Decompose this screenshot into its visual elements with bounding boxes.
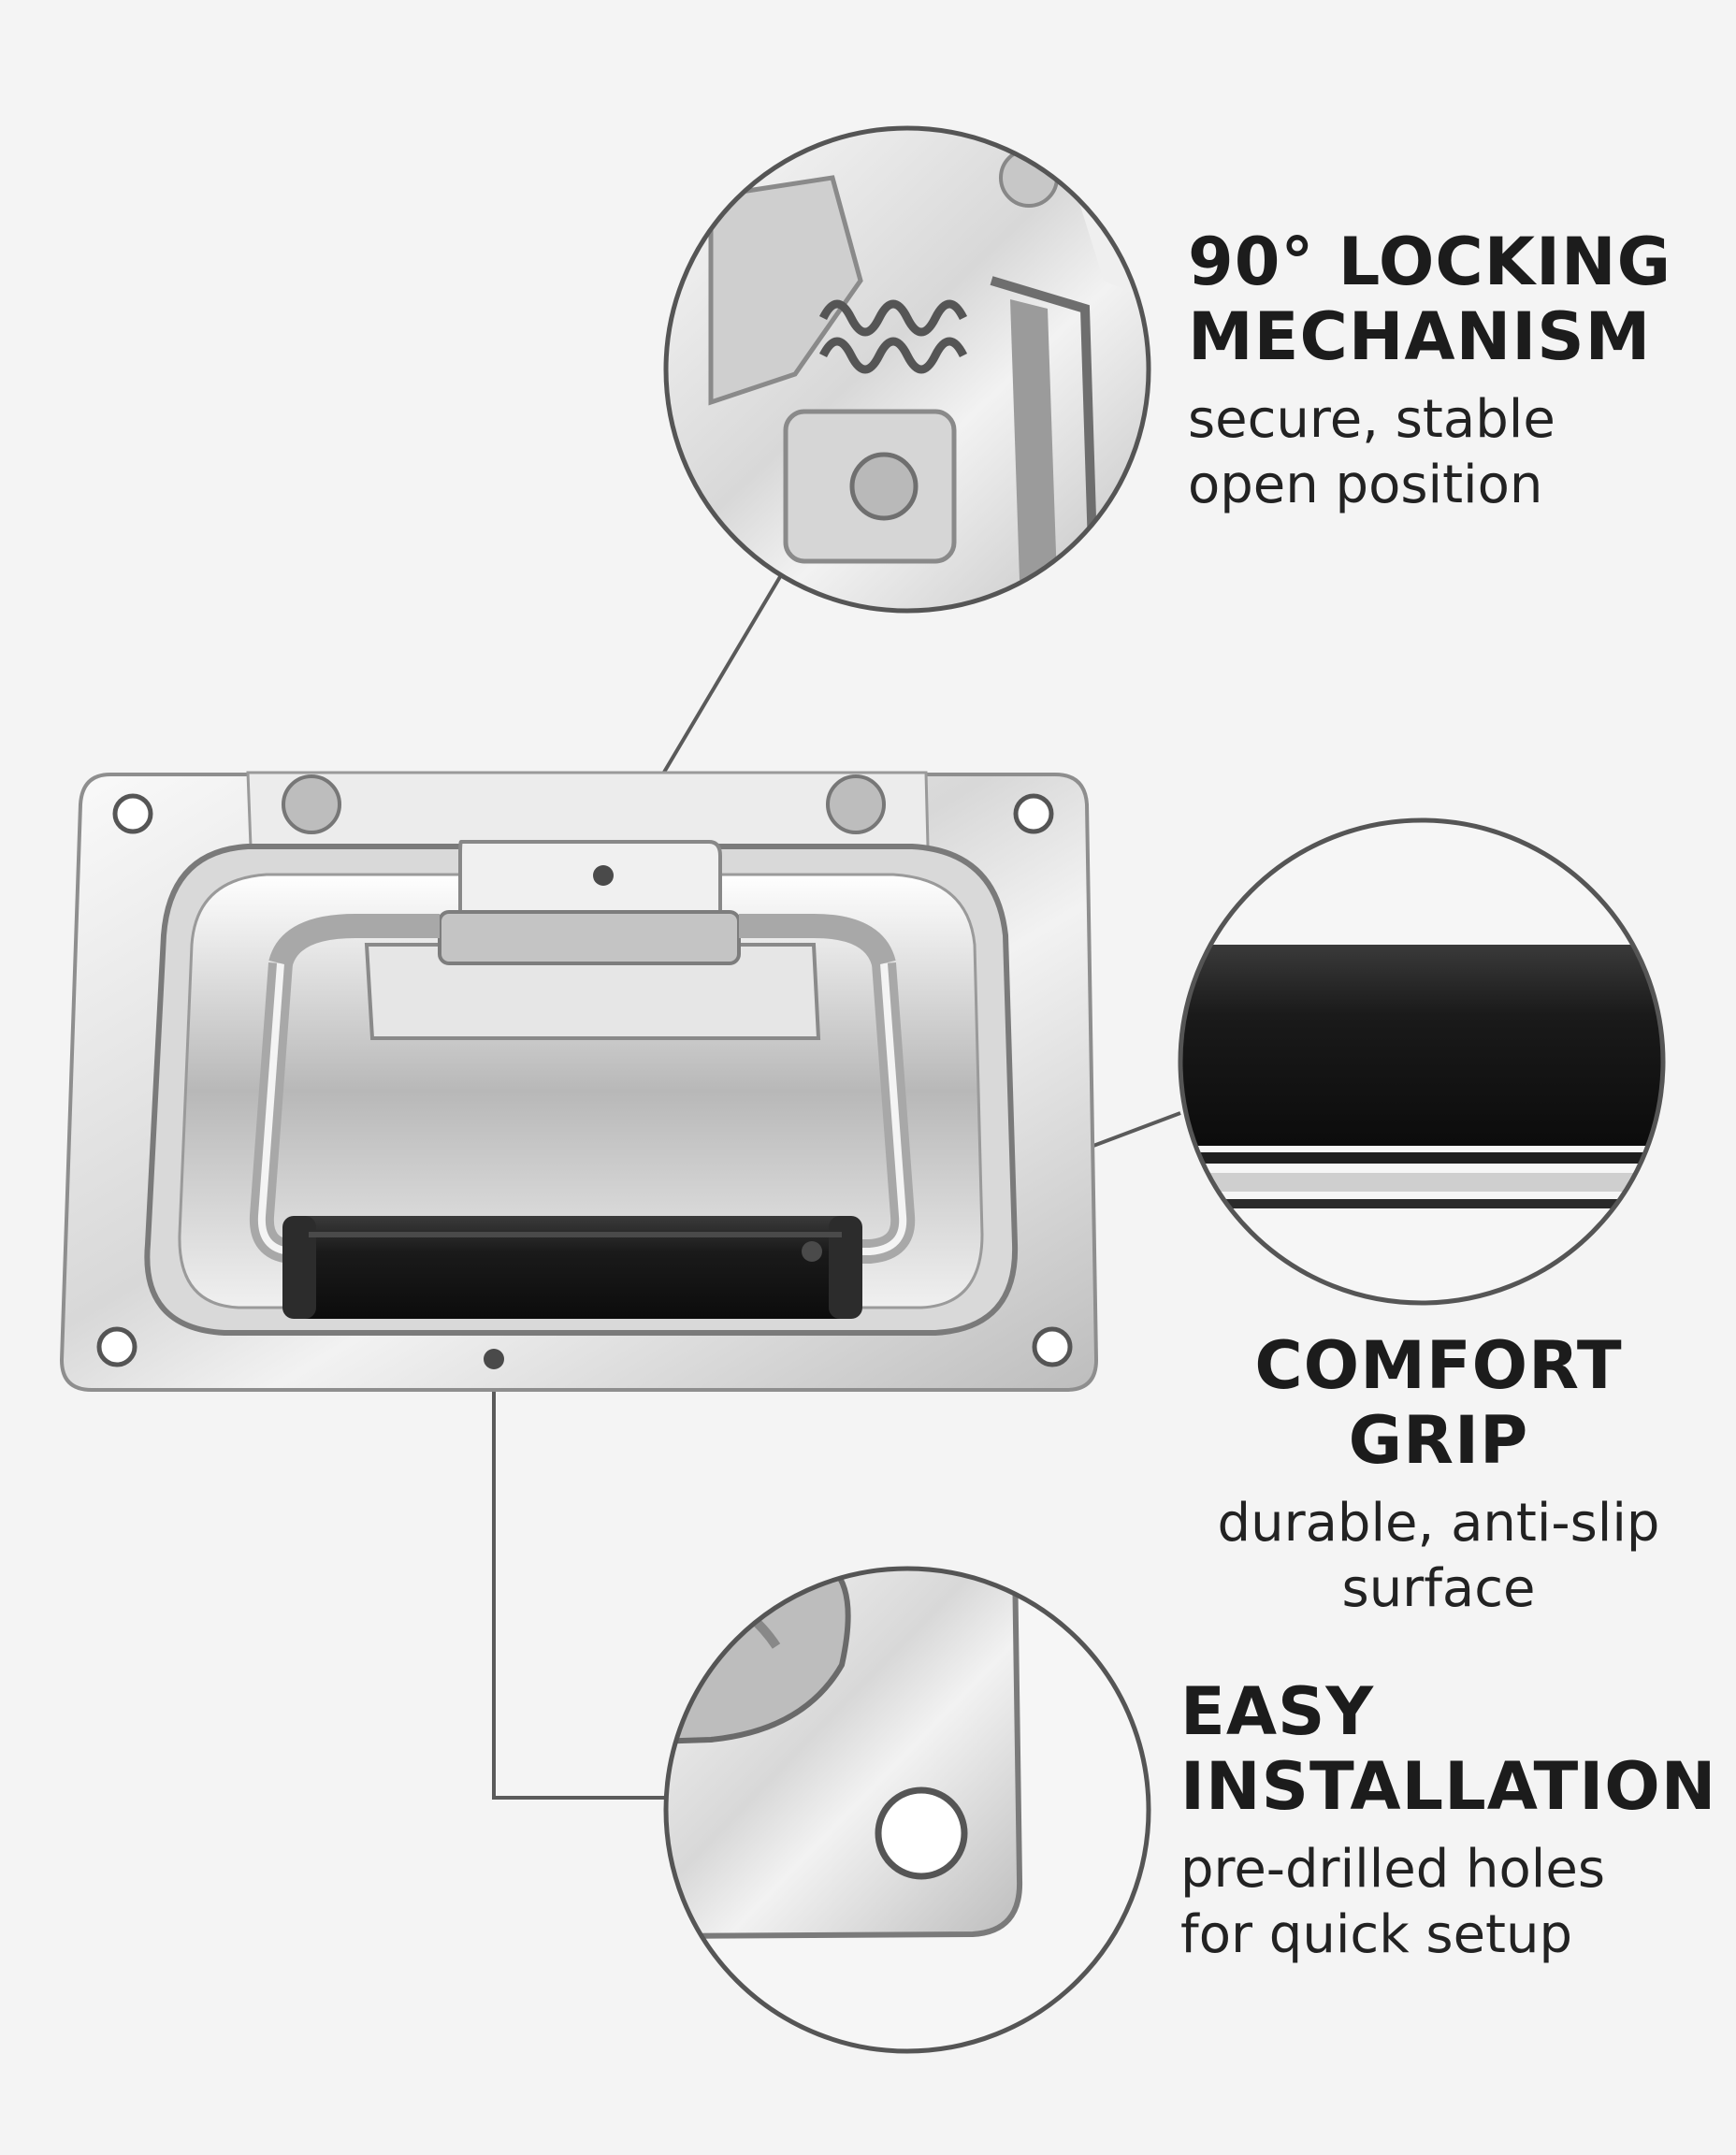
feature-comfort-grip: COMFORT GRIP durable, anti-slip surface — [1177, 1328, 1700, 1622]
feature-description: secure, stable open position — [1188, 389, 1555, 515]
feature-easy-installation: EASY INSTALLATION pre-drilled holes for … — [1180, 1674, 1723, 1968]
handle-plate — [59, 771, 1099, 1392]
feature-title: 90° LOCKING MECHANISM — [1188, 224, 1672, 375]
feature-title: EASY INSTALLATION — [1180, 1673, 1717, 1825]
feature-title: COMFORT GRIP — [1254, 1327, 1623, 1479]
mounting-hole-detail-icon — [663, 1566, 1151, 2054]
feature-description: durable, anti-slip surface — [1217, 1493, 1660, 1619]
feature-description: pre-drilled holes for quick setup — [1180, 1839, 1605, 1965]
rubber-grip-detail-icon — [1178, 817, 1666, 1306]
mounting-hole-icon — [96, 793, 1073, 1367]
rubber-grip-icon — [282, 1216, 862, 1319]
spring-lock-detail-icon — [663, 125, 1151, 614]
feature-locking-mechanism: 90° LOCKING MECHANISM secure, stable ope… — [1188, 224, 1712, 518]
